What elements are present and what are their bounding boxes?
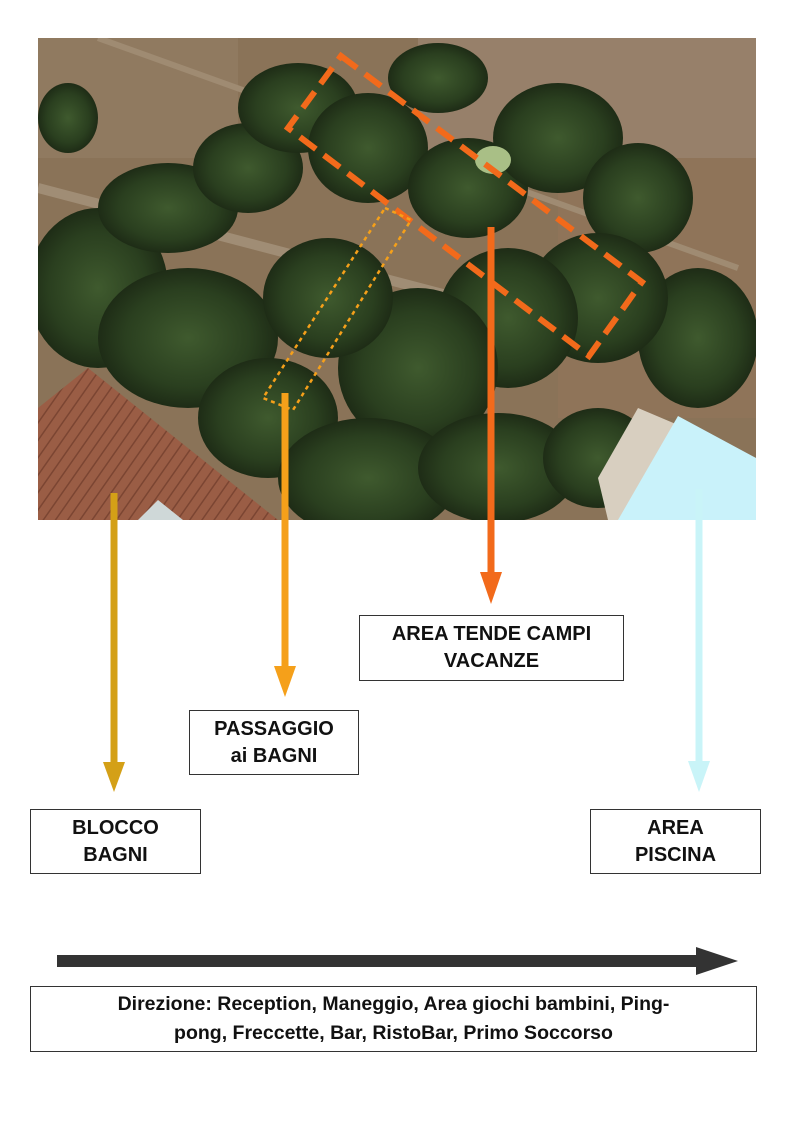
label-line: AREA (647, 816, 704, 839)
aerial-map (38, 38, 756, 520)
label-area-piscina: AREA PISCINA (590, 809, 761, 874)
label-direzione: Direzione: Reception, Maneggio, Area gio… (30, 986, 757, 1052)
label-line: ai BAGNI (230, 744, 318, 767)
label-blocco-bagni: BLOCCO BAGNI (30, 809, 201, 874)
piscina-arrow-head (688, 761, 710, 792)
direction-arrow-head (696, 947, 738, 975)
label-line: AREA TENDE CAMPI (391, 623, 592, 645)
label-line: Direzione: Reception, Maneggio, Area gio… (117, 993, 670, 1015)
tende-arrow-head (480, 572, 502, 604)
label-area-tende: AREA TENDE CAMPI VACANZE (359, 615, 624, 681)
roof-building (38, 368, 278, 520)
tent-area-outline (283, 51, 647, 361)
passaggio-arrow-head (274, 666, 296, 697)
label-line: PASSAGGIO (214, 717, 334, 740)
label-line: pong, Freccette, Bar, RistoBar, Primo So… (174, 1022, 613, 1044)
label-line: BLOCCO (72, 816, 159, 839)
roof-small (138, 500, 183, 520)
passage-outline (261, 206, 413, 412)
label-line: BAGNI (83, 843, 148, 866)
label-line: PISCINA (634, 843, 717, 866)
label-line: VACANZE (443, 650, 540, 672)
blocco-arrow-head (103, 762, 125, 792)
label-passaggio-bagni: PASSAGGIO ai BAGNI (189, 710, 359, 775)
pool (618, 416, 756, 520)
